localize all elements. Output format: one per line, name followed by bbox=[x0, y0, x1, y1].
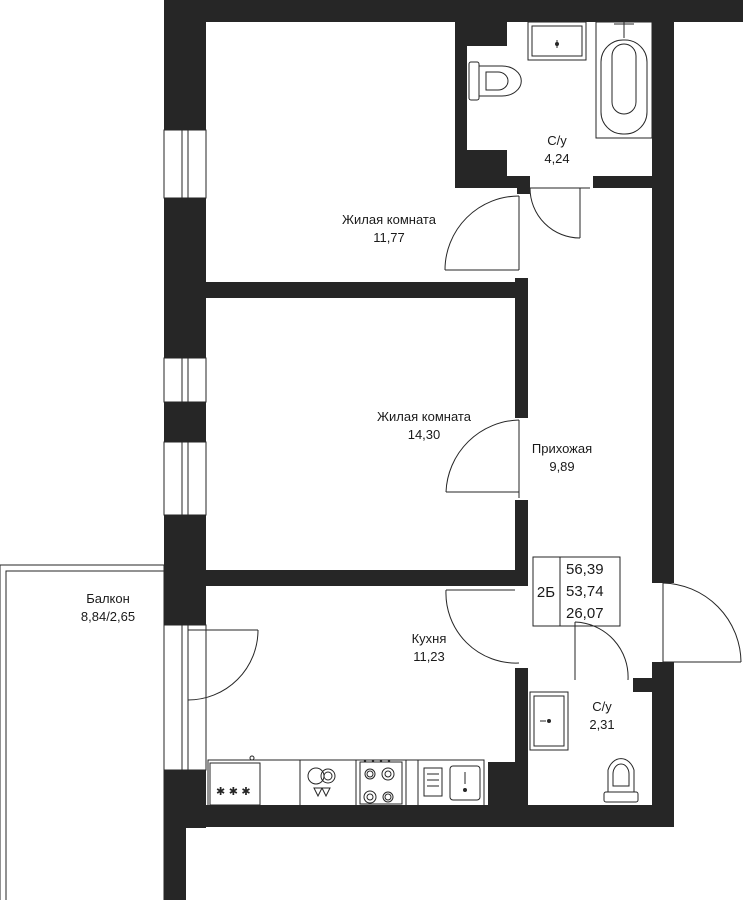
room-kitchen-name: Кухня bbox=[412, 631, 447, 646]
bathtub-icon bbox=[595, 21, 653, 139]
wall-left-2 bbox=[164, 198, 206, 358]
wall-right-upper bbox=[652, 0, 674, 583]
sink-icon bbox=[423, 765, 481, 801]
room-bath2-name: С/у bbox=[592, 699, 612, 714]
toilet-icon bbox=[468, 61, 522, 101]
area-without-balcony: 53,74 bbox=[566, 583, 604, 600]
wall-bath1-bottom-left bbox=[455, 176, 530, 188]
partition-kitchen bbox=[206, 570, 528, 586]
shaft-outline bbox=[495, 771, 521, 807]
room-bath1-area: 4,24 bbox=[544, 151, 569, 166]
room-balcony-area: 8,84/2,65 bbox=[81, 609, 135, 624]
room-living1-name: Жилая комната bbox=[342, 212, 437, 227]
window-1 bbox=[163, 129, 207, 199]
room-kitchen: Кухня 11,23 bbox=[412, 631, 447, 664]
wall-bottom-left-stub bbox=[164, 805, 186, 900]
partition-living bbox=[206, 282, 528, 298]
sink-icon bbox=[527, 21, 587, 61]
room-living2-name: Жилая комната bbox=[377, 409, 472, 424]
wall-bath1-shaft bbox=[467, 150, 507, 178]
wall-bath1-left bbox=[455, 0, 467, 188]
toilet-icon bbox=[603, 758, 639, 803]
window-3 bbox=[163, 441, 207, 516]
apartment-summary: 2Б 56,39 53,74 26,07 bbox=[532, 556, 621, 627]
room-living2-area: 14,30 bbox=[408, 427, 441, 442]
room-hall-name: Прихожая bbox=[532, 441, 592, 456]
stove-icon bbox=[359, 759, 403, 805]
room-kitchen-area: 11,23 bbox=[413, 649, 445, 664]
living-area: 26,07 bbox=[566, 605, 604, 622]
apartment-type: 2Б bbox=[537, 584, 555, 601]
window-balcony-door bbox=[163, 624, 207, 771]
total-area: 56,39 bbox=[566, 561, 604, 578]
wall-bath1-bottom-right bbox=[593, 176, 653, 188]
wall-bath2-left bbox=[515, 668, 528, 808]
washbasin-icon bbox=[529, 691, 569, 751]
room-hall-area: 9,89 bbox=[549, 459, 574, 474]
wall-top bbox=[164, 0, 743, 22]
room-balcony-name: Балкон bbox=[86, 591, 130, 606]
wall-bath1-jamb bbox=[517, 176, 530, 194]
room-living1: Жилая комната 11,77 bbox=[342, 212, 437, 245]
svg-text:✱ ✱ ✱: ✱ ✱ ✱ bbox=[216, 785, 251, 798]
room-balcony: Балкон 8,84/2,65 bbox=[81, 591, 135, 624]
room-living2: Жилая комната 14,30 bbox=[377, 409, 472, 442]
wall-left-4 bbox=[164, 515, 206, 625]
wall-corridor-2 bbox=[515, 500, 528, 586]
walls bbox=[164, 0, 743, 900]
room-bath1: С/у 4,24 bbox=[544, 133, 569, 166]
wall-left-1 bbox=[164, 0, 206, 130]
kitchen-counter: ✱ ✱ ✱ bbox=[207, 755, 485, 807]
window-2 bbox=[163, 357, 207, 403]
room-bath2: С/у 2,31 bbox=[589, 699, 614, 732]
wall-bath2-jamb bbox=[633, 678, 653, 692]
room-bath1-name: С/у bbox=[547, 133, 567, 148]
wall-corridor-1 bbox=[515, 278, 528, 418]
room-living1-area: 11,77 bbox=[373, 230, 405, 245]
room-bath2-area: 2,31 bbox=[589, 717, 614, 732]
room-hall: Прихожая 9,89 bbox=[532, 441, 592, 474]
wall-left-3 bbox=[164, 402, 206, 442]
wall-right-lower bbox=[652, 662, 674, 822]
wall-kitchen-shaft bbox=[488, 762, 515, 807]
wall-bottom bbox=[164, 805, 674, 827]
doors bbox=[187, 187, 742, 701]
wall-bath1-top-block bbox=[467, 22, 507, 46]
washer-icon bbox=[307, 767, 336, 798]
balcony bbox=[0, 564, 165, 900]
